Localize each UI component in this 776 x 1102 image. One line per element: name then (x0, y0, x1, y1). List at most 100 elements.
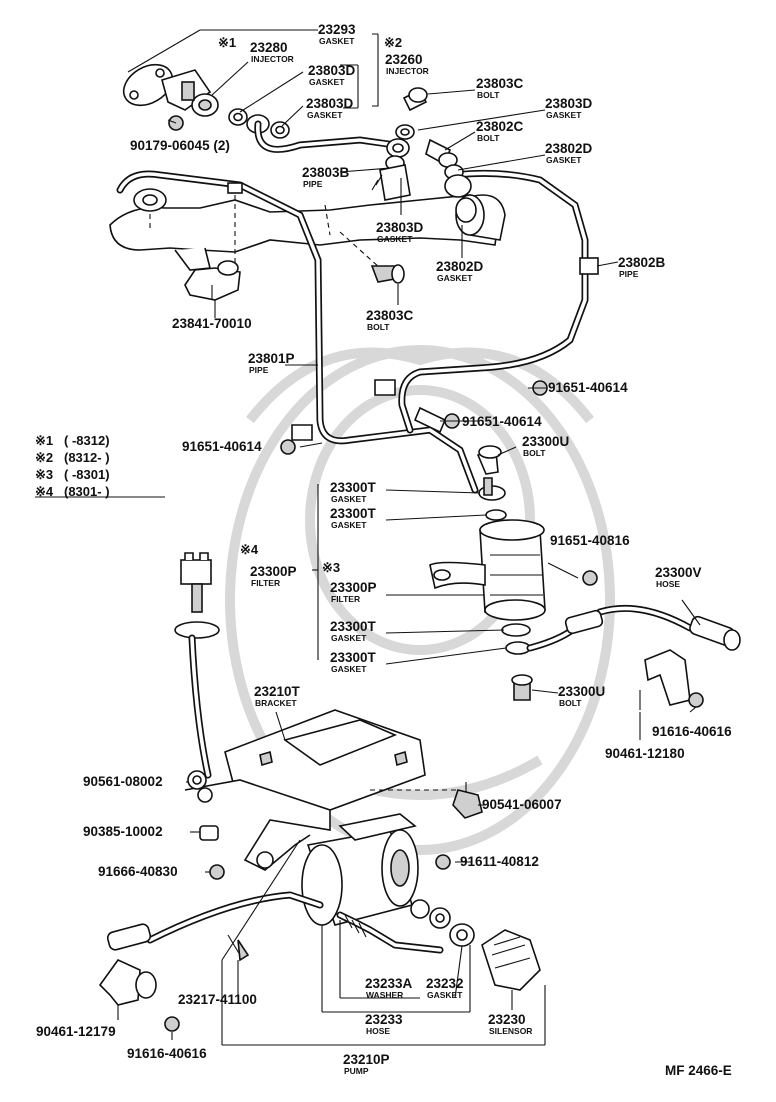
part-number: 23803D (308, 63, 356, 78)
part-number: 90179-06045 (2) (130, 138, 230, 153)
part-label-p23217: 23217-41100 (178, 992, 257, 1007)
part-label-p91616_b: 91616-40616 (127, 1046, 207, 1061)
part-number: 91651-40614 (548, 380, 628, 395)
legend: ※1 ( -8312) ※2 (8312- ) ※3 ( -8301) ※4 (… (35, 433, 110, 499)
part-number: 23802D (436, 259, 484, 274)
part-number: 90461-12179 (36, 1024, 116, 1039)
legend-range-1: ( -8312) (64, 433, 110, 448)
part-number: 91651-40614 (182, 439, 262, 454)
pump-bracket (184, 709, 460, 871)
part-number: 23233A (365, 976, 413, 991)
part-number: 23300V (655, 565, 702, 580)
group-mark-1: ※1 (218, 35, 236, 50)
part-number: 91616-40616 (127, 1046, 207, 1061)
part-label-p91651_a: 91651-40614 (548, 380, 628, 395)
legend-range-4: (8301- ) (64, 484, 110, 499)
part-number: 23300T (330, 650, 377, 665)
part-name: SILENSOR (489, 1026, 532, 1036)
part-label-p91611: 91611-40812 (460, 854, 539, 869)
part-name: GASKET (437, 273, 473, 283)
part-number: 91666-40830 (98, 864, 178, 879)
part-number: 23803D (376, 220, 424, 235)
part-label-p90461_b: 90461-12179 (36, 1024, 116, 1039)
part-number: 23300T (330, 619, 377, 634)
part-name: FILTER (331, 594, 360, 604)
part-number: 90385-10002 (83, 824, 163, 839)
part-number: 23801P (248, 351, 295, 366)
part-number: 23300U (558, 684, 605, 699)
part-name: GASKET (331, 494, 367, 504)
group-marks: ※1 ※2 ※3 ※4 (218, 35, 402, 575)
part-label-p90385: 90385-10002 (83, 824, 163, 839)
part-number: 23210P (343, 1052, 390, 1067)
part-number: 23841-70010 (172, 316, 252, 331)
part-number: 23260 (385, 52, 423, 67)
part-number: 23803D (306, 96, 354, 111)
part-name: INJECTOR (251, 54, 294, 64)
part-number: 23802C (476, 119, 524, 134)
part-number: 23293 (318, 22, 356, 37)
banjo-fittings (339, 87, 477, 284)
part-label-p91616_a: 91616-40616 (652, 724, 732, 739)
part-number: 23300P (250, 564, 297, 579)
legend-note-4: ※4 (35, 484, 54, 499)
fuel-pipes (116, 120, 599, 494)
part-number: 23300P (330, 580, 377, 595)
pipe-clamp-23841 (184, 195, 241, 301)
part-name: BOLT (477, 90, 500, 100)
part-number: 91651-40614 (462, 414, 542, 429)
legend-range-2: (8312- ) (64, 450, 110, 465)
legend-note-3: ※3 (35, 467, 53, 482)
part-number: 23300U (522, 434, 569, 449)
group-mark-2: ※2 (384, 35, 402, 50)
part-label-p23841: 23841-70010 (172, 316, 252, 331)
part-label-p91651_c: 91651-40614 (182, 439, 262, 454)
part-number: 23230 (488, 1012, 526, 1027)
part-name: GASKET (331, 664, 367, 674)
part-number: 23802B (618, 255, 666, 270)
part-name: GASKET (319, 36, 355, 46)
part-name: GASKET (331, 633, 367, 643)
part-number: 23803B (302, 165, 350, 180)
part-number: 23217-41100 (178, 992, 257, 1007)
legend-note-1: ※1 (35, 433, 53, 448)
part-name: PIPE (619, 269, 639, 279)
part-label-p90461_a: 90461-12180 (605, 746, 685, 761)
legend-note-2: ※2 (35, 450, 53, 465)
part-name: FILTER (251, 578, 280, 588)
leader-lines (35, 29, 701, 1046)
part-label-p91666: 91666-40830 (98, 864, 178, 879)
part-label-p90561: 90561-08002 (83, 774, 163, 789)
part-name: HOSE (656, 579, 680, 589)
fuel-filter (429, 445, 546, 701)
part-name: WASHER (366, 990, 403, 1000)
part-name: PIPE (303, 179, 323, 189)
group-mark-3: ※3 (322, 560, 340, 575)
part-name: BOLT (367, 322, 390, 332)
part-number: 23233 (365, 1012, 403, 1027)
part-name: HOSE (366, 1026, 390, 1036)
part-name: GASKET (331, 520, 367, 530)
